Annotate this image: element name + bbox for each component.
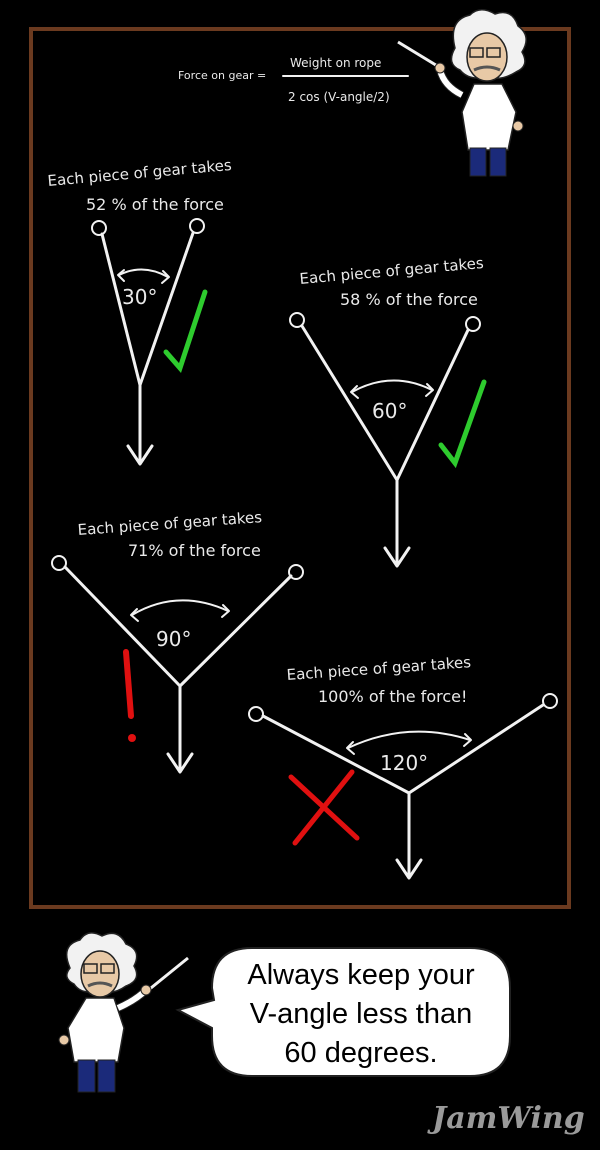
force-formula: Force on gear = Weight on rope 2 cos (V-… (178, 56, 409, 104)
angle-label: 120° (380, 751, 428, 775)
anchor-point (288, 564, 304, 580)
anchor-point (189, 218, 205, 234)
formula-numerator: Weight on rope (290, 56, 381, 70)
angle-label: 90° (156, 627, 191, 651)
formula-lhs: Force on gear = (178, 69, 266, 82)
pointer-stick-icon (145, 956, 189, 994)
angle-label: 60° (372, 399, 407, 423)
anchor-point (248, 706, 264, 722)
caption-line1: Each piece of gear takes (47, 156, 233, 190)
speech-bubble: Always keep your V-angle less than 60 de… (175, 947, 511, 1077)
formula-denominator: 2 cos (V-angle/2) (288, 90, 390, 104)
v-rope (261, 703, 545, 795)
caption-line2: 71% of the force (128, 541, 261, 560)
anchor-point (51, 555, 67, 571)
caption-line1: Each piece of gear takes (299, 254, 485, 288)
bubble-line1: Always keep your (247, 959, 475, 991)
checkmark-icon (163, 289, 208, 373)
anchor-point (465, 316, 481, 332)
caption-line2: 58 % of the force (340, 290, 478, 309)
caption-line2: 100% of the force! (318, 687, 467, 706)
anchor-point (542, 693, 558, 709)
professor-bottom (58, 932, 189, 1093)
bubble-line2: V-angle less than (250, 998, 472, 1030)
angle-arc (347, 730, 471, 749)
v-diagram-30: Each piece of gear takes 52 % of the for… (47, 156, 233, 466)
caption-line1: Each piece of gear takes (77, 508, 263, 539)
v-diagram-120: Each piece of gear takes 100% of the for… (248, 653, 558, 880)
anchor-point (91, 220, 107, 236)
anchor-point (289, 312, 305, 328)
caption-line2: 52 % of the force (86, 195, 224, 214)
cross-icon (288, 769, 360, 846)
angle-arc (131, 599, 229, 616)
angle-arc (118, 268, 169, 278)
caption-line1: Each piece of gear takes (286, 653, 472, 684)
v-diagram-90: Each piece of gear takes 71% of the forc… (51, 508, 304, 774)
v-diagram-60: Each piece of gear takes 58 % of the for… (289, 254, 487, 568)
professor-top (397, 9, 527, 177)
bubble-line3: 60 degrees. (284, 1037, 437, 1069)
jamwing-logo: JamWing (427, 1101, 585, 1136)
angle-label: 30° (122, 285, 157, 309)
checkmark-icon (438, 379, 487, 469)
angle-arc (351, 379, 433, 393)
exclamation-icon (123, 649, 134, 719)
